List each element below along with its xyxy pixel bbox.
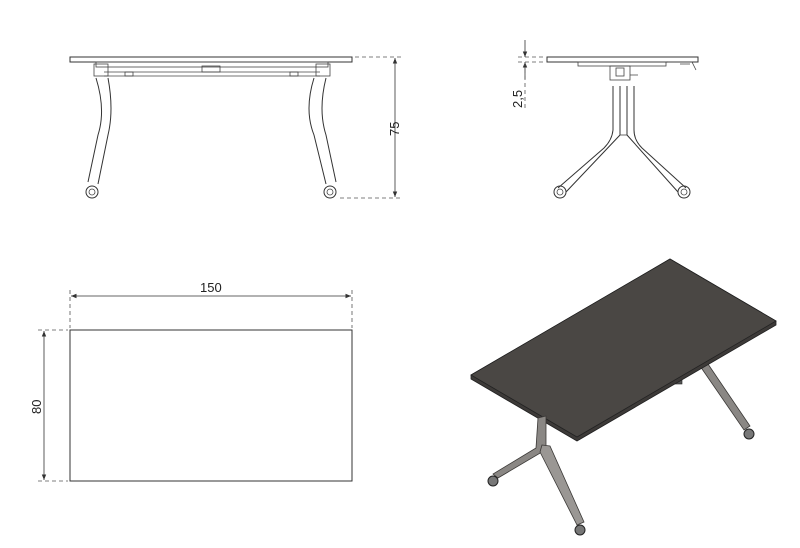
thickness-dimension-label: 2,5 [510,90,525,108]
isometric-view [470,258,777,536]
side-view: 2,5 [510,40,699,199]
top-view: 150 80 [29,280,353,482]
depth-dimension-label: 80 [29,400,44,414]
height-dimension-label: 75 [387,122,402,136]
front-view: 75 [69,56,402,199]
width-dimension-label: 150 [200,280,222,295]
